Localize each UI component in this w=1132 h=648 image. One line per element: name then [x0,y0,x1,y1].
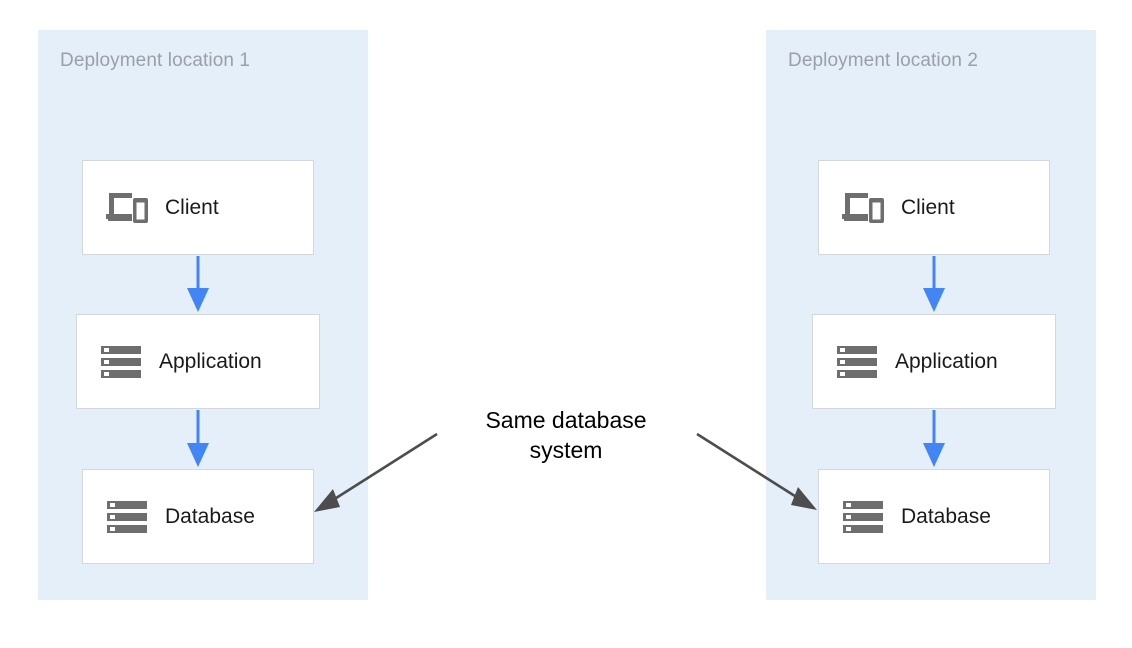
node-application-1[interactable]: Application [76,314,320,409]
node-application-2[interactable]: Application [812,314,1056,409]
node-database-2-label: Database [901,504,991,528]
server-rack-icon [105,497,149,537]
node-database-1-label: Database [165,504,255,528]
annotation-line-1: Same database [485,407,647,433]
same-database-system-annotation: Same database system [466,405,666,465]
server-rack-icon [841,497,885,537]
server-rack-icon [99,342,143,382]
annotation-line-2: system [529,437,603,463]
deployment-location-2-title: Deployment location 2 [788,50,979,71]
devices-icon [841,188,885,228]
deployment-location-1-title: Deployment location 1 [60,50,251,71]
node-database-2[interactable]: Database [818,469,1050,564]
node-application-1-label: Application [159,349,262,373]
node-database-1[interactable]: Database [82,469,314,564]
devices-icon [105,188,149,228]
node-application-2-label: Application [895,349,998,373]
node-client-2-label: Client [901,195,955,219]
node-client-1[interactable]: Client [82,160,314,255]
server-rack-icon [835,342,879,382]
node-client-1-label: Client [165,195,219,219]
node-client-2[interactable]: Client [818,160,1050,255]
